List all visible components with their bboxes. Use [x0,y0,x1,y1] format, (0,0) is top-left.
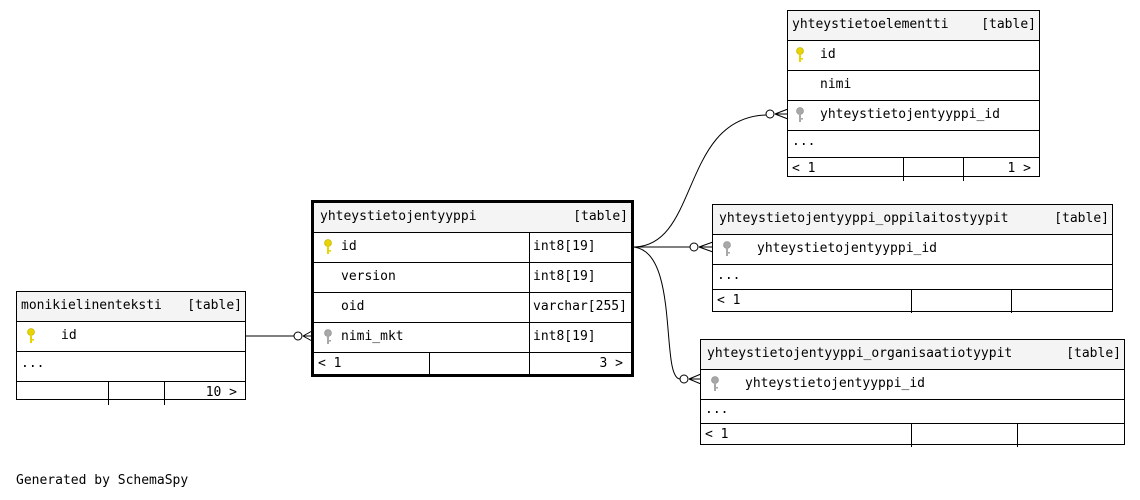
table-kind: [table] [573,209,628,224]
table-header: yhteystietojentyyppi [table] [314,203,631,233]
foreign-key-icon [324,329,332,344]
table-footer: < 1 1 > [788,158,1039,181]
column-name: yhteystietojentyyppi_id [757,241,938,256]
parents-link[interactable]: < 1 [705,427,729,442]
primary-key-icon [324,239,332,254]
table-monikielinenteksti[interactable]: monikielinenteksti [table] id ... 10 > [16,291,246,405]
parents-link[interactable]: < 1 [717,293,741,308]
column-type: varchar[255] [533,299,627,314]
column-name: id [820,47,836,62]
foreign-key-icon [711,376,719,391]
column-row-id: id [788,41,1039,71]
table-footer: < 1 [713,290,1112,313]
parents-link[interactable]: < 1 [318,356,342,371]
table-yhteystietojentyyppi[interactable]: yhteystietojentyyppi [table] id int8[19]… [311,200,634,377]
column-name: version [341,269,396,284]
column-row-id: id int8[19] [314,233,631,263]
table-yhteystietojentyyppi-oppilaitostyypit[interactable]: yhteystietojentyyppi_oppilaitostyypit [t… [712,204,1113,313]
table-header: yhteystietojentyyppi_organisaatiotyypit … [701,340,1124,370]
table-footer: < 1 3 > [314,353,631,376]
table-footer: < 1 [701,424,1124,447]
column-row-oid: oid varchar[255] [314,293,631,323]
column-row-version: version int8[19] [314,263,631,293]
table-kind: [table] [187,298,242,313]
relation-organisaatiotyypit [632,246,702,385]
column-row-fk: yhteystietojentyyppi_id [701,370,1124,400]
column-name: nimi [820,77,852,92]
primary-key-icon [796,47,804,62]
more-columns-row: ... [17,352,245,382]
column-name: yhteystietojentyyppi_id [820,107,1001,122]
generated-by-footer: Generated by SchemaSpy [16,473,189,488]
foreign-key-icon [723,241,731,256]
table-yhteystietoelementti[interactable]: yhteystietoelementti [table] id nimi yht… [787,10,1040,181]
column-name: id [61,328,77,343]
column-name: id [341,239,357,254]
column-row-fk: yhteystietojentyyppi_id [713,235,1112,265]
column-row-nimi: nimi [788,71,1039,101]
table-header: yhteystietojentyyppi_oppilaitostyypit [t… [713,205,1112,235]
column-type: int8[19] [533,239,596,254]
table-name: monikielinenteksti [21,298,162,313]
column-name: nimi_mkt [341,329,404,344]
table-kind: [table] [981,17,1036,32]
more-columns-row: ... [701,400,1124,424]
column-type: int8[19] [533,329,596,344]
more-columns-row: ... [788,131,1039,158]
column-row-nimi-mkt: nimi_mkt int8[19] [314,323,631,353]
children-link[interactable]: 10 > [205,385,237,400]
relation-oppilaitostyypit [633,241,714,253]
relation-yhteystietoelementti [632,108,789,248]
parents-link[interactable]: < 1 [792,161,816,176]
table-header: monikielinenteksti [table] [17,292,245,322]
table-kind: [table] [1066,346,1121,361]
primary-key-icon [27,328,35,343]
table-name: yhteystietoelementti [792,17,949,32]
table-name: yhteystietojentyyppi_oppilaitostyypit [719,211,1009,226]
table-yhteystietojentyyppi-organisaatiotyypit[interactable]: yhteystietojentyyppi_organisaatiotyypit … [700,339,1125,447]
table-header: yhteystietoelementti [table] [788,11,1039,41]
more-columns: ... [792,134,816,149]
more-columns: ... [21,356,45,371]
column-type: int8[19] [533,269,596,284]
column-name: yhteystietojentyyppi_id [745,376,926,391]
children-link[interactable]: 1 > [1007,161,1031,176]
more-columns: ... [717,268,741,283]
more-columns: ... [705,402,729,417]
column-row: id [17,322,245,352]
table-name: yhteystietojentyyppi [320,209,477,224]
relation-nimi-mkt [246,330,313,342]
table-kind: [table] [1054,211,1109,226]
column-row-fk: yhteystietojentyyppi_id [788,101,1039,131]
foreign-key-icon [796,107,804,122]
table-name: yhteystietojentyyppi_organisaatiotyypit [707,346,1013,361]
column-name: oid [341,299,365,314]
children-link[interactable]: 3 > [599,356,623,371]
table-footer: 10 > [17,382,245,405]
more-columns-row: ... [713,265,1112,290]
